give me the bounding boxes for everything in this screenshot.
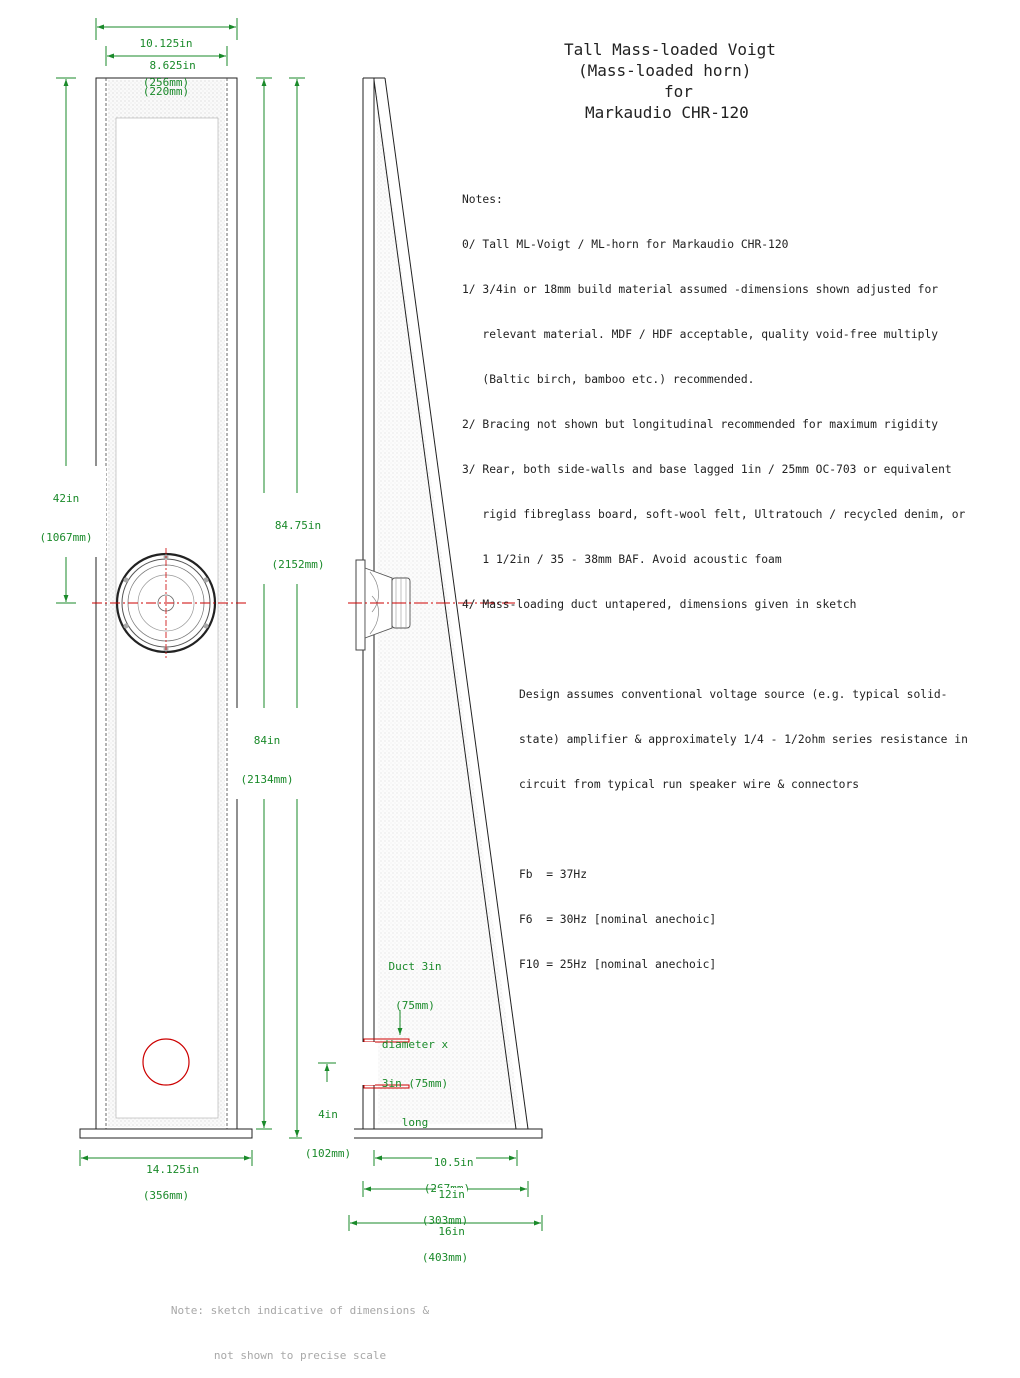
design-note-line: circuit from typical run speaker wire & … <box>519 778 860 791</box>
front-view <box>79 77 253 1139</box>
dim-value-mm: (2152mm) <box>271 558 325 571</box>
dim-value: 8.625in <box>147 59 198 72</box>
frequency-line: Fb = 37Hz <box>519 868 588 881</box>
dim-value-mm: (303mm) <box>421 1214 469 1227</box>
scale-footnote: Note: sketch indicative of dimensions & … <box>150 1273 450 1378</box>
dim-value: 10.5in <box>431 1156 476 1169</box>
duct-note-line: 3in (75mm) <box>381 1077 449 1090</box>
drawing-title-line3: for <box>664 82 693 101</box>
duct-note-line: long <box>401 1116 429 1129</box>
dim-cabinet-height: 84in (2134mm) <box>236 708 298 799</box>
speaker-drawing <box>56 18 543 1231</box>
note-line: (Baltic birch, bamboo etc.) recommended. <box>462 373 755 386</box>
duct-note-line: Duct 3in <box>388 960 442 973</box>
note-line: 3/ Rear, both side-walls and base lagged… <box>462 463 952 476</box>
notes-block: Notes: 0/ Tall ML-Voigt / ML-horn for Ma… <box>462 162 968 987</box>
drawing-title-line4: Markaudio CHR-120 <box>585 103 749 122</box>
duct-note: Duct 3in (75mm) diameter x 3in (75mm) lo… <box>370 934 460 1142</box>
note-line: 1/ 3/4in or 18mm build material assumed … <box>462 283 939 296</box>
dim-value-mm: (102mm) <box>304 1147 352 1160</box>
duct-port-front <box>142 1038 190 1086</box>
duct-side <box>362 1038 410 1089</box>
footnote-line: not shown to precise scale <box>213 1349 387 1362</box>
dim-duct-height: 4in (102mm) <box>302 1082 354 1173</box>
frequency-line: F6 = 30Hz [nominal anechoic] <box>519 913 717 926</box>
note-line: relevant material. MDF / HDF acceptable,… <box>462 328 939 341</box>
dim-front-outer-width: 10.125in (256mm) <box>116 11 216 102</box>
rear-wall-outer <box>384 77 529 1130</box>
side-lagging <box>377 92 521 1124</box>
dim-value-mm: (1067mm) <box>39 531 93 544</box>
side-view <box>348 77 543 1139</box>
front-inner-panel <box>115 117 219 1119</box>
dim-side-base-depth: 16in (403mm) <box>405 1212 485 1277</box>
notes-heading: Notes: <box>462 193 503 206</box>
dim-value: 4in <box>318 1108 338 1121</box>
dim-driver-height: 42in (1067mm) <box>26 466 106 557</box>
duct-note-line: diameter x <box>381 1038 449 1051</box>
dim-total-height: 84.75in (2152mm) <box>262 493 334 584</box>
note-line: rigid fibreglass board, soft-wool felt, … <box>462 508 966 521</box>
dim-value-mm: (2134mm) <box>240 773 294 786</box>
dim-value: 84in <box>253 734 281 747</box>
note-line: 2/ Bracing not shown but longitudinal re… <box>462 418 939 431</box>
dim-value: 16in <box>436 1225 467 1238</box>
dim-value-mm: (403mm) <box>421 1251 469 1264</box>
dim-side-outer-depth: 12in (303mm) <box>405 1175 485 1240</box>
design-note-line: Design assumes conventional voltage sour… <box>519 688 948 701</box>
dim-base-width: 14.125in (356mm) <box>126 1150 206 1215</box>
drawing-title-line2: (Mass-loaded horn) <box>578 61 752 80</box>
footnote-line: Note: sketch indicative of dimensions & <box>170 1304 430 1317</box>
dim-value-mm: (256mm) <box>142 76 190 89</box>
dim-front-inner-width: 8.625in (220mm) <box>116 46 216 111</box>
dim-value: 12in <box>436 1188 467 1201</box>
dim-value-mm: (220mm) <box>142 85 190 98</box>
duct-note-line: (75mm) <box>395 999 435 1012</box>
drawing-title-line1: Tall Mass-loaded Voigt <box>564 40 776 59</box>
frequency-line: F10 = 25Hz [nominal anechoic] <box>519 958 717 971</box>
dim-value: 14.125in <box>144 1163 202 1176</box>
note-line: 1 1/2in / 35 - 38mm BAF. Avoid acoustic … <box>462 553 782 566</box>
dim-value: 10.125in <box>139 37 193 50</box>
note-line: 0/ Tall ML-Voigt / ML-horn for Markaudio… <box>462 238 789 251</box>
dim-value-mm: (356mm) <box>142 1189 190 1202</box>
design-note-line: state) amplifier & approximately 1/4 - 1… <box>519 733 968 746</box>
rear-wall-inner <box>373 79 517 1130</box>
dim-value: 42in <box>52 492 80 505</box>
dim-value: 84.75in <box>274 519 322 532</box>
front-plinth <box>79 1128 253 1139</box>
note-line: 4/ Mass-loading duct untapered, dimensio… <box>462 598 857 611</box>
